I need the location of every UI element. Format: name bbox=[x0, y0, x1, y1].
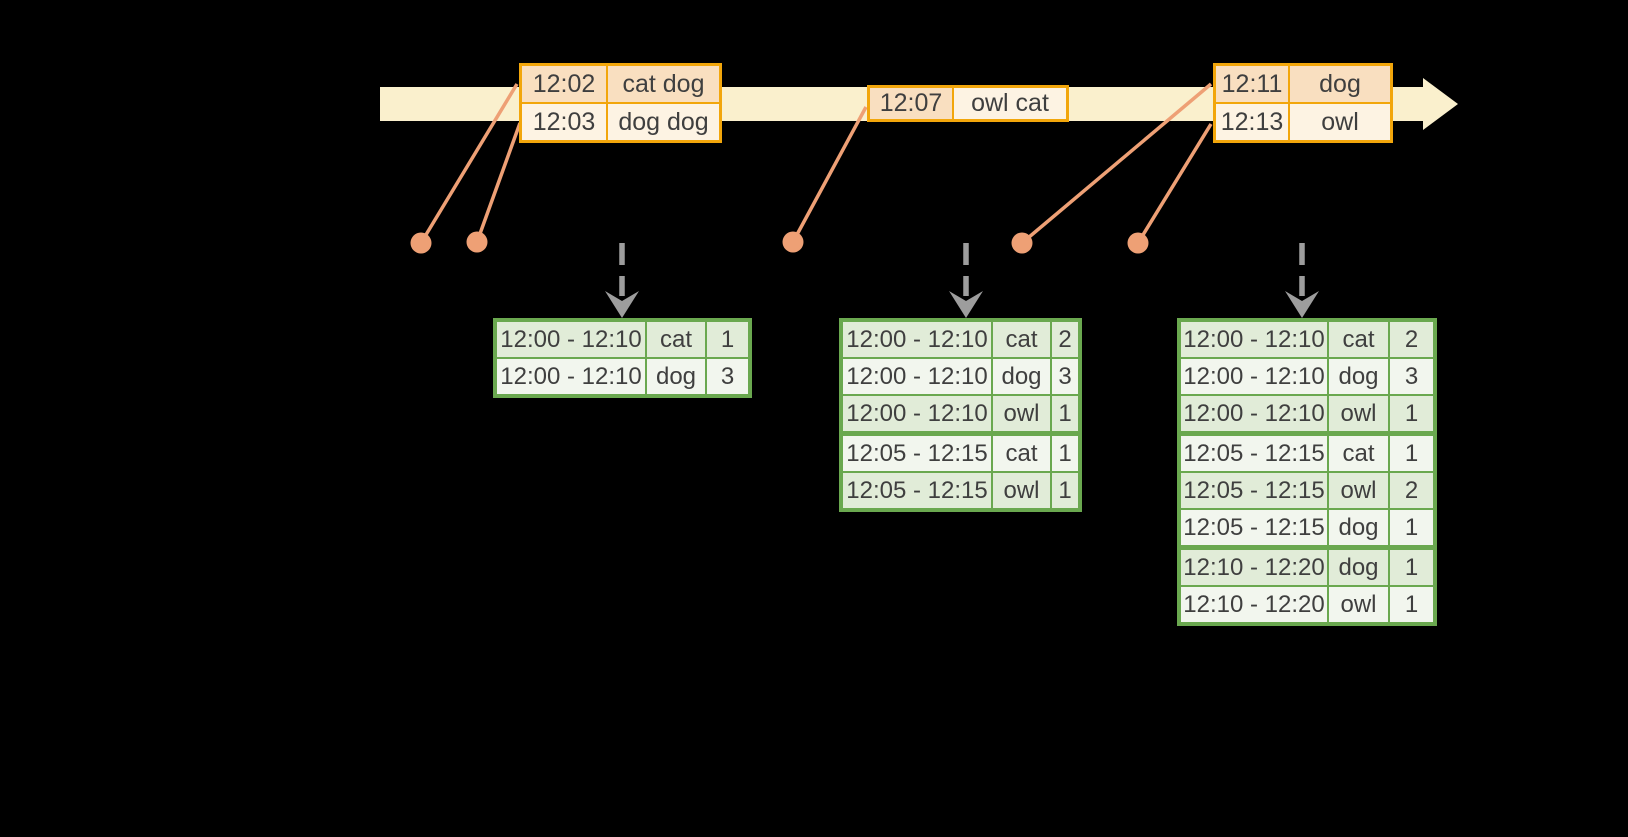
word-cell: cat bbox=[647, 322, 705, 357]
window-cell: 12:00 - 12:10 bbox=[843, 359, 991, 394]
count-cell: 3 bbox=[707, 359, 748, 394]
word-cell: owl bbox=[993, 396, 1050, 431]
trigger-arrowhead-icon-3 bbox=[1285, 291, 1319, 318]
count-cell: 2 bbox=[1390, 473, 1433, 508]
event-words-cell: cat dog bbox=[608, 66, 719, 102]
event-connector-lines bbox=[419, 82, 1213, 245]
count-cell: 3 bbox=[1390, 359, 1433, 394]
window-cell: 12:05 - 12:15 bbox=[1181, 510, 1327, 545]
count-cell: 1 bbox=[1390, 587, 1433, 622]
word-cell: dog bbox=[1329, 550, 1388, 585]
timeline-arrowhead-icon bbox=[1423, 78, 1458, 130]
word-cell: dog bbox=[993, 359, 1050, 394]
event-connector-line-1 bbox=[419, 83, 519, 244]
window-cell: 12:10 - 12:20 bbox=[1181, 550, 1327, 585]
event-words-cell: owl bbox=[1290, 104, 1390, 140]
word-cell: dog bbox=[647, 359, 705, 394]
event-dot-4 bbox=[1011, 232, 1033, 254]
word-cell: cat bbox=[993, 436, 1050, 471]
word-cell: dog bbox=[1329, 359, 1388, 394]
window-cell: 12:00 - 12:10 bbox=[843, 322, 991, 357]
word-cell: cat bbox=[1329, 322, 1388, 357]
count-cell: 1 bbox=[1390, 510, 1433, 545]
word-cell: owl bbox=[1329, 587, 1388, 622]
count-cell: 1 bbox=[1052, 473, 1078, 508]
word-cell: dog bbox=[1329, 510, 1388, 545]
count-cell: 2 bbox=[1390, 322, 1433, 357]
window-cell: 12:00 - 12:10 bbox=[1181, 322, 1327, 357]
word-cell: owl bbox=[1329, 396, 1388, 431]
window-cell: 12:05 - 12:15 bbox=[843, 473, 991, 508]
word-cell: owl bbox=[1329, 473, 1388, 508]
trigger-arrows bbox=[605, 243, 1319, 318]
event-time-cell: 12:02 bbox=[522, 66, 606, 102]
event-words-cell: dog bbox=[1290, 66, 1390, 102]
window-cell: 12:00 - 12:10 bbox=[843, 396, 991, 431]
event-dot-2 bbox=[466, 231, 488, 253]
window-cell: 12:05 - 12:15 bbox=[1181, 436, 1327, 471]
count-cell: 1 bbox=[1052, 436, 1078, 471]
event-time-cell: 12:03 bbox=[522, 104, 606, 140]
event-connector-line-3 bbox=[791, 106, 868, 243]
event-dot-1 bbox=[410, 232, 432, 254]
event-words-cell: owl cat bbox=[954, 88, 1066, 119]
event-connector-line-4 bbox=[1020, 82, 1213, 245]
word-cell: owl bbox=[993, 473, 1050, 508]
trigger-arrowhead-icon-2 bbox=[949, 291, 983, 318]
window-cell: 12:00 - 12:10 bbox=[1181, 359, 1327, 394]
event-dots bbox=[410, 231, 1149, 254]
window-cell: 12:00 - 12:10 bbox=[497, 322, 645, 357]
count-cell: 1 bbox=[707, 322, 748, 357]
event-dot-5 bbox=[1127, 232, 1149, 254]
event-time-cell: 12:07 bbox=[870, 88, 952, 119]
window-cell: 12:00 - 12:10 bbox=[1181, 396, 1327, 431]
event-connector-line-2 bbox=[475, 122, 522, 243]
window-cell: 12:10 - 12:20 bbox=[1181, 587, 1327, 622]
word-cell: cat bbox=[1329, 436, 1388, 471]
count-cell: 2 bbox=[1052, 322, 1078, 357]
count-cell: 1 bbox=[1052, 396, 1078, 431]
event-dot-3 bbox=[782, 231, 804, 253]
event-time-cell: 12:11 bbox=[1216, 66, 1288, 102]
window-cell: 12:05 - 12:15 bbox=[1181, 473, 1327, 508]
trigger-arrowhead-icon-1 bbox=[605, 291, 639, 318]
event-words-cell: dog dog bbox=[608, 104, 719, 140]
event-connector-line-5 bbox=[1136, 123, 1213, 244]
window-cell: 12:05 - 12:15 bbox=[843, 436, 991, 471]
event-time-cell: 12:13 bbox=[1216, 104, 1288, 140]
count-cell: 1 bbox=[1390, 550, 1433, 585]
window-cell: 12:00 - 12:10 bbox=[497, 359, 645, 394]
count-cell: 1 bbox=[1390, 436, 1433, 471]
word-cell: cat bbox=[993, 322, 1050, 357]
count-cell: 1 bbox=[1390, 396, 1433, 431]
count-cell: 3 bbox=[1052, 359, 1078, 394]
